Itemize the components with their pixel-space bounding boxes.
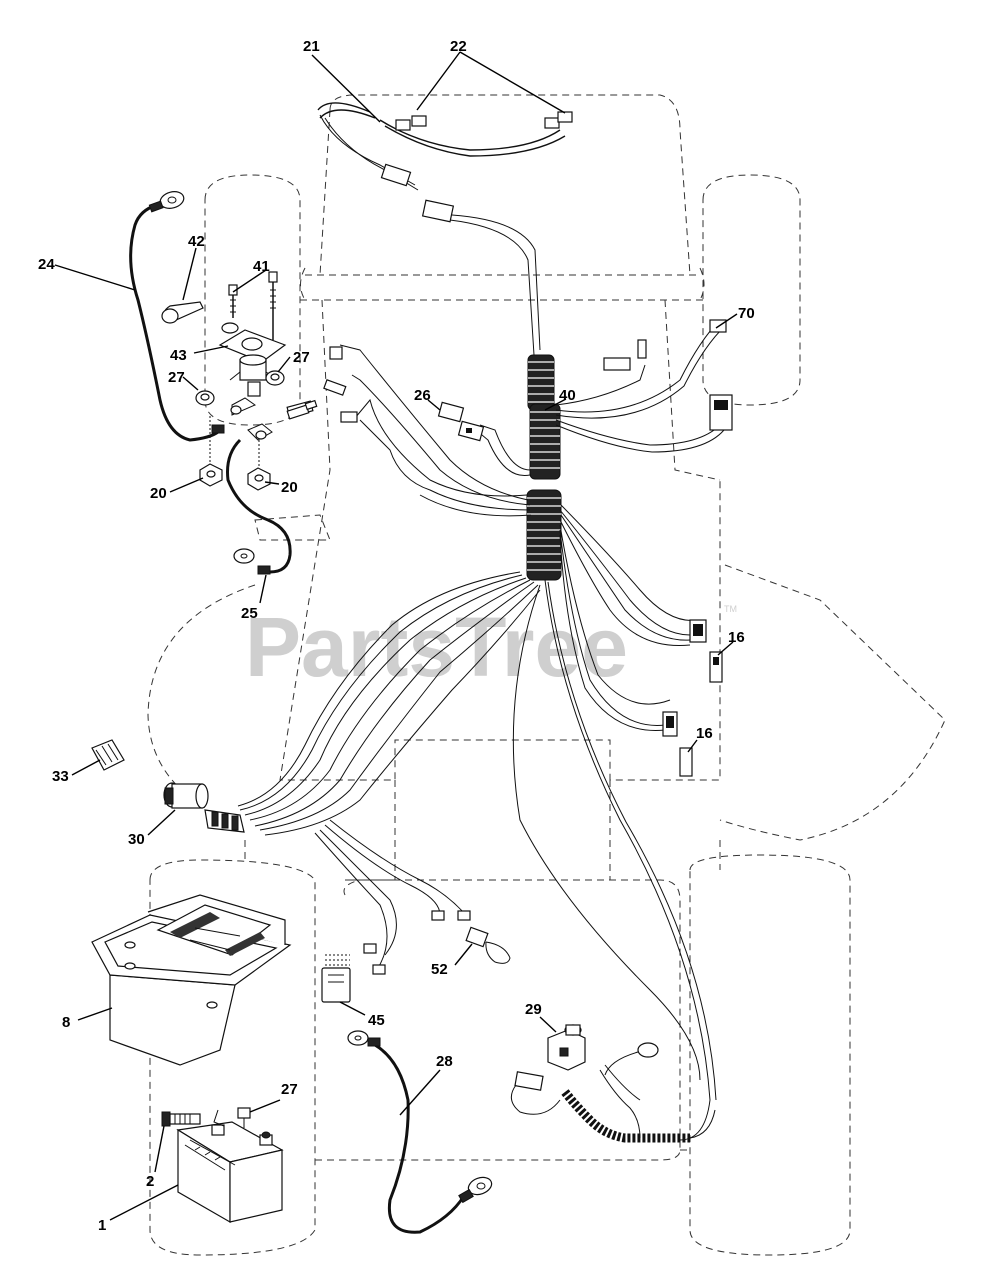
callout-28: 28 xyxy=(436,1053,453,1070)
tractor-outline xyxy=(147,94,946,1256)
cable-28 xyxy=(347,1030,493,1234)
fuse-holder-45 xyxy=(321,954,351,1003)
callout-42: 42 xyxy=(188,233,205,250)
leader-lines xyxy=(54,51,738,1221)
headlight-socket-right xyxy=(544,117,560,129)
callout-8: 8 xyxy=(62,1014,70,1031)
headlight-socket-left xyxy=(395,119,411,131)
callout-25: 25 xyxy=(241,605,258,622)
callout-24: 24 xyxy=(38,256,55,273)
headlight-harness xyxy=(317,102,573,356)
connector-52 xyxy=(363,910,511,975)
callout-52: 52 xyxy=(431,961,448,978)
callout-20-right: 20 xyxy=(281,479,298,496)
cable-24 xyxy=(129,191,225,442)
callout-27-right: 27 xyxy=(293,349,310,366)
callout-27-left: 27 xyxy=(168,369,185,386)
headlight-bulb-right xyxy=(557,111,573,123)
callout-70: 70 xyxy=(738,305,755,322)
nut-27-battery xyxy=(213,1107,251,1128)
watermark-trademark: TM xyxy=(724,604,737,614)
callout-16-upper: 16 xyxy=(728,629,745,646)
callout-22: 22 xyxy=(450,38,467,55)
callout-labels: 21 22 24 42 41 43 27 27 20 20 25 26 40 7… xyxy=(38,38,755,1234)
solenoid-assembly xyxy=(161,271,318,491)
clip-33 xyxy=(91,739,125,771)
callout-33: 33 xyxy=(52,768,69,785)
coil-cord xyxy=(561,1042,716,1143)
callout-41: 41 xyxy=(253,258,270,275)
callout-40: 40 xyxy=(559,387,576,404)
callout-1: 1 xyxy=(98,1217,106,1234)
battery-tray-8 xyxy=(91,894,292,1066)
callout-45: 45 xyxy=(368,1012,385,1029)
main-harness xyxy=(237,319,726,1141)
connector-70 xyxy=(603,319,733,431)
switch-29 xyxy=(510,1024,586,1115)
callout-16-lower: 16 xyxy=(696,725,713,742)
callout-21: 21 xyxy=(303,38,320,55)
callout-20-left: 20 xyxy=(150,485,167,502)
ignition-switch-30 xyxy=(163,782,245,833)
seat-switch-connectors xyxy=(662,619,723,777)
headlight-bulb-left xyxy=(411,115,427,127)
wire-loom-lower xyxy=(526,489,562,581)
harness-connector-mate xyxy=(421,199,455,223)
harness-connector-top xyxy=(380,163,412,187)
bolt-2 xyxy=(161,1111,201,1127)
cable-25 xyxy=(226,438,292,575)
callout-43: 43 xyxy=(170,347,187,364)
callout-30: 30 xyxy=(128,831,145,848)
battery-1 xyxy=(176,1121,284,1224)
callout-29: 29 xyxy=(525,1001,542,1018)
seat-switch-16b xyxy=(679,747,693,777)
callout-2: 2 xyxy=(146,1173,154,1190)
seat-switch-16a xyxy=(709,651,723,683)
wire-loom-upper xyxy=(527,354,561,480)
callout-26: 26 xyxy=(414,387,431,404)
connector-26 xyxy=(437,401,485,442)
callout-27-battery: 27 xyxy=(281,1081,298,1098)
watermark: PartsTree xyxy=(245,600,628,694)
